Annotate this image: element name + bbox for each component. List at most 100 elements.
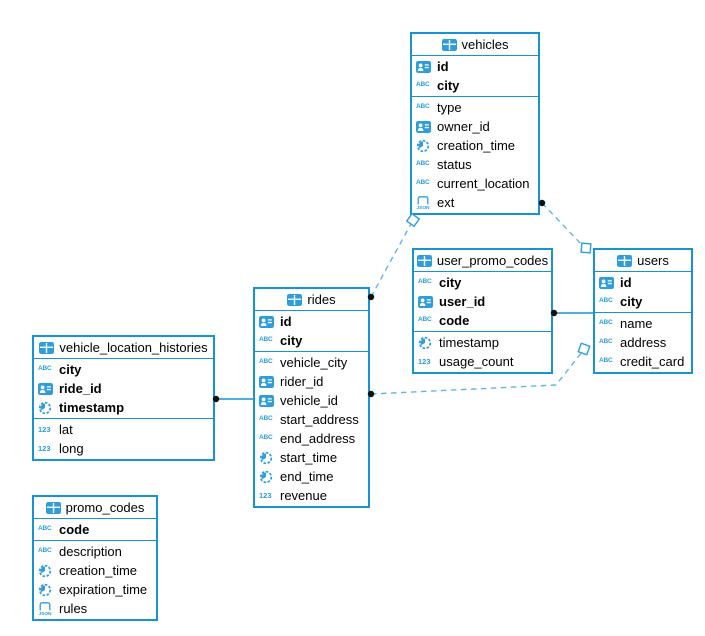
- field-row-rider_id[interactable]: rider_id: [255, 372, 368, 391]
- timestamp-type-icon: [38, 401, 55, 415]
- field-row-owner_id[interactable]: owner_id: [412, 117, 538, 136]
- table-header-vehicles[interactable]: vehicles: [412, 34, 538, 56]
- field-row-creation_time[interactable]: creation_time: [34, 561, 156, 580]
- field-row-current_location[interactable]: ABC current_location: [412, 174, 538, 193]
- field-name: address: [620, 335, 667, 350]
- field-name: credit_card: [620, 354, 685, 369]
- field-row-id[interactable]: id: [595, 273, 691, 292]
- field-name: timestamp: [439, 335, 499, 350]
- text-type-icon: ABC: [416, 103, 430, 111]
- timestamp-type-icon: [259, 451, 276, 465]
- number-type-icon: 123: [38, 443, 51, 453]
- field-row-timestamp[interactable]: timestamp: [414, 333, 551, 352]
- field-name: expiration_time: [59, 582, 148, 597]
- person-id-type-icon: [416, 120, 433, 133]
- relation-endpoint-dot: [212, 395, 220, 403]
- field-row-creation_time[interactable]: creation_time: [412, 136, 538, 155]
- number-type-icon: 123: [38, 424, 51, 434]
- text-type-icon: ABC: [259, 415, 273, 423]
- field-name: creation_time: [59, 563, 138, 578]
- field-name: current_location: [437, 176, 530, 191]
- relation-endpoint-dot: [550, 309, 558, 317]
- field-name: usage_count: [439, 354, 514, 369]
- field-row-timestamp[interactable]: timestamp: [34, 398, 213, 417]
- text-type-icon: ABC: [259, 434, 273, 442]
- table-header-vehicle_location_histories[interactable]: vehicle_location_histories: [34, 337, 213, 359]
- relation-endpoint-dot: [367, 390, 375, 398]
- timestamp-type-icon: [259, 470, 276, 484]
- field-row-user_id[interactable]: user_id: [414, 292, 551, 311]
- field-row-ride_id[interactable]: ride_id: [34, 379, 213, 398]
- field-row-type[interactable]: ABC type: [412, 98, 538, 117]
- field-row-start_time[interactable]: start_time: [255, 448, 368, 467]
- field-row-id[interactable]: id: [412, 57, 538, 76]
- field-row-vehicle_id[interactable]: vehicle_id: [255, 391, 368, 410]
- field-row-id[interactable]: id: [255, 312, 368, 331]
- field-row-end_time[interactable]: end_time: [255, 467, 368, 486]
- field-name: code: [439, 313, 470, 328]
- field-name: user_id: [439, 294, 486, 309]
- text-type-icon: ABC: [599, 338, 613, 346]
- text-type-icon: ABC: [599, 297, 613, 305]
- text-type-icon: ABC: [416, 160, 430, 168]
- relation-line-vehicles-to-users[interactable]: [541, 202, 584, 247]
- text-type-icon: ABC: [416, 179, 430, 187]
- relation-line-rides-to-vehicles[interactable]: [370, 221, 413, 298]
- table-header-rides[interactable]: rides: [255, 289, 368, 311]
- field-row-address[interactable]: ABC address: [595, 333, 691, 352]
- field-name: end_address: [280, 431, 356, 446]
- field-name: city: [59, 362, 82, 377]
- field-row-expiration_time[interactable]: expiration_time: [34, 580, 156, 599]
- field-name: type: [437, 100, 462, 115]
- relation-endpoint-square: [405, 212, 421, 228]
- relation-endpoint-dot: [367, 293, 375, 301]
- field-row-end_address[interactable]: ABC end_address: [255, 429, 368, 448]
- table-header-promo_codes[interactable]: promo_codes: [34, 497, 156, 519]
- svg-text:JSON: JSON: [416, 204, 430, 209]
- field-name: id: [620, 275, 632, 290]
- table-header-users[interactable]: users: [595, 250, 691, 272]
- text-type-icon: ABC: [38, 525, 52, 533]
- field-name: end_time: [280, 469, 334, 484]
- table-header-user_promo_codes[interactable]: user_promo_codes: [414, 250, 551, 272]
- field-name: start_time: [280, 450, 338, 465]
- person-id-type-icon: [259, 394, 276, 407]
- person-id-type-icon: [599, 276, 616, 289]
- relation-line-rides-to-users[interactable]: [370, 351, 583, 395]
- text-type-icon: ABC: [599, 319, 613, 327]
- table-icon: [441, 38, 457, 51]
- timestamp-type-icon: [38, 583, 55, 597]
